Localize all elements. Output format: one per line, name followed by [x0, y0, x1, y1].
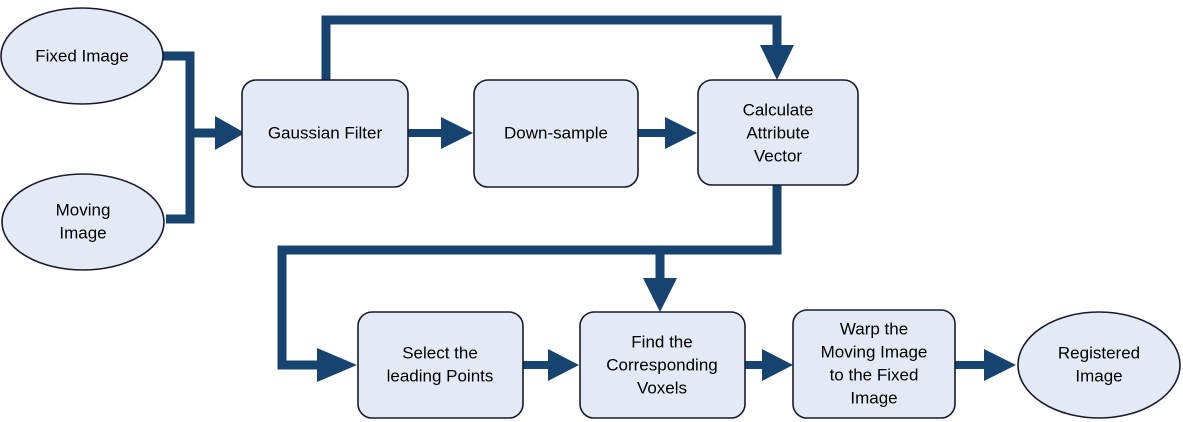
arrow-head-into-calculate-attribute-vector-left [665, 117, 697, 149]
fixed-image-ellipse[interactable] [0, 7, 164, 105]
edge-gaussian-feedback-line [321, 15, 782, 82]
node-registered-image[interactable]: Registered Image [1017, 311, 1181, 419]
edge-gaussian-to-downsample [408, 117, 473, 149]
arrow-head-into-find-corresponding-voxels-top [643, 278, 677, 312]
down-sample-box[interactable] [473, 79, 639, 188]
warp-moving-image-box[interactable] [792, 309, 956, 419]
edge-calculate-to-select-line [277, 185, 782, 370]
node-find-corresponding-voxels[interactable]: Find the Corresponding Voxels [579, 311, 746, 419]
select-leading-points-box[interactable] [357, 311, 524, 419]
edge-fixed-to-merge [163, 51, 215, 138]
edge-select-to-find [523, 349, 579, 381]
edge-find-to-warp [745, 349, 793, 381]
edge-moving-to-merge [166, 116, 245, 224]
edge-calculate-branch-bus [277, 185, 782, 382]
edge-gaussian-feedback-to-calculate [321, 15, 794, 82]
edge-moving-to-merge-line [166, 133, 195, 224]
node-warp-moving-image[interactable]: Warp the Moving Image to the Fixed Image [792, 309, 956, 419]
arrow-head-into-registered-image [984, 349, 1016, 381]
gaussian-filter-box[interactable] [241, 79, 409, 188]
edge-fixed-to-merge-line [163, 51, 215, 138]
arrow-head-into-down-sample [441, 117, 473, 149]
arrow-head-into-find-corresponding-voxels-left [548, 349, 579, 381]
node-fixed-image[interactable]: Fixed Image [0, 7, 164, 105]
edge-downsample-to-calculate [638, 117, 697, 149]
edge-warp-to-registered [955, 349, 1016, 381]
node-select-leading-points[interactable]: Select the leading Points [357, 311, 524, 419]
node-down-sample[interactable]: Down-sample [473, 79, 639, 188]
arrow-head-into-gaussian-filter [215, 116, 245, 150]
find-corresponding-voxels-box[interactable] [579, 311, 746, 419]
registered-image-ellipse[interactable] [1017, 311, 1181, 419]
moving-image-ellipse[interactable] [1, 173, 165, 271]
node-calculate-attribute-vector[interactable]: Calculate Attribute Vector [697, 79, 859, 186]
arrow-head-into-calculate-attribute-vector-top [760, 45, 794, 80]
node-gaussian-filter[interactable]: Gaussian Filter [241, 79, 409, 188]
arrow-head-into-warp-moving-image [762, 349, 793, 381]
node-moving-image[interactable]: Moving Image [1, 173, 165, 271]
arrow-head-into-select-leading-points [317, 348, 357, 382]
calculate-attribute-vector-box[interactable] [697, 79, 859, 186]
